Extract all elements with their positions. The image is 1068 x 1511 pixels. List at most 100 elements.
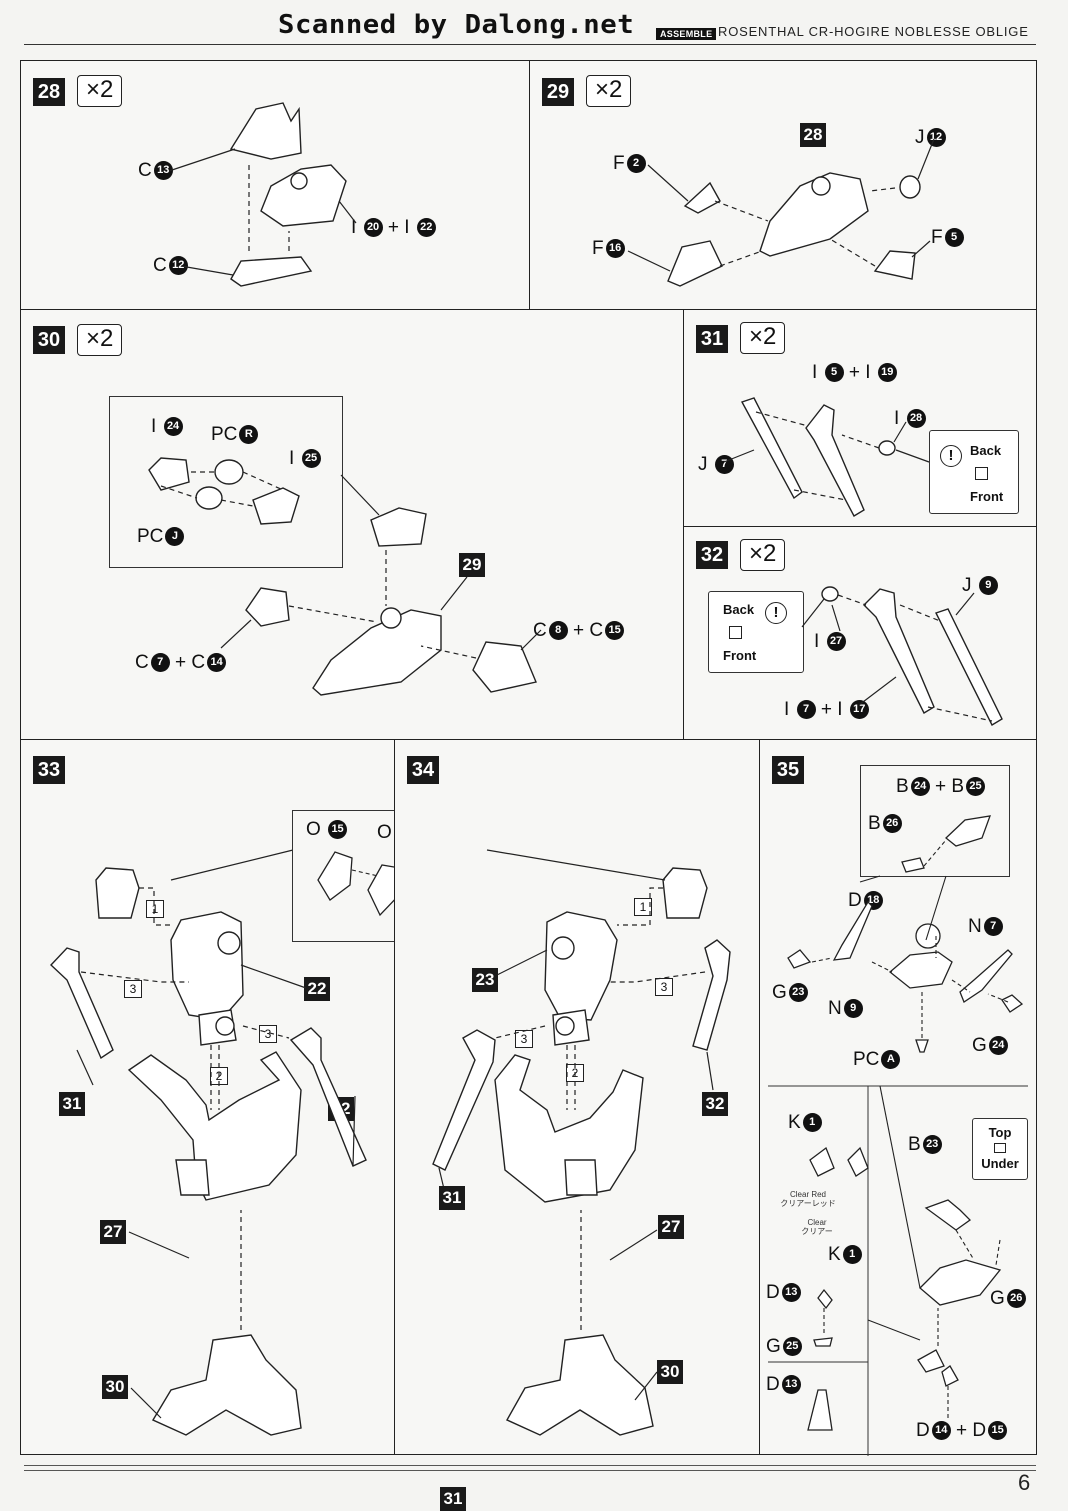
order-marker: 3 xyxy=(515,1030,533,1048)
note-back-label: Back xyxy=(970,443,1002,458)
manual-title: ROSENTHAL CR-HOGIRE NOBLESSE OBLIGE xyxy=(718,24,1029,39)
step-number: 29 xyxy=(542,78,574,106)
footer-rule xyxy=(24,1465,1036,1471)
step-number: 34 xyxy=(407,756,439,784)
part-label: I 28 xyxy=(894,408,926,430)
caution-icon: ! xyxy=(940,445,962,467)
part-label: O 15 xyxy=(306,819,348,841)
step-31-panel: 31 ×2 I 5 + I 19 I 28 J 7 ! Back Front xyxy=(683,309,1037,527)
multiplier-badge: ×2 xyxy=(740,322,786,354)
step-32-panel: 32 ×2 J 9 I 27 I 7 + I 17 Back ! Front xyxy=(683,526,1037,740)
step-number: 35 xyxy=(772,756,804,784)
order-marker: 1 xyxy=(146,900,164,918)
reference-tag: 31 xyxy=(440,1487,466,1511)
multiplier-badge: ×2 xyxy=(77,324,123,356)
multiplier-badge: ×2 xyxy=(586,75,632,107)
reference-tag: 22 xyxy=(304,977,330,1001)
part-label: J 9 xyxy=(962,575,998,597)
reference-tag: 31 xyxy=(439,1186,465,1210)
note-back-label: Back xyxy=(723,602,755,617)
part-combo: I 5 + I 19 xyxy=(812,362,897,384)
top-label: Top xyxy=(988,1125,1012,1140)
part-orientation-icon xyxy=(729,626,742,639)
step-30-illustration xyxy=(148,457,542,696)
step-28-illustration xyxy=(168,102,357,287)
reference-tag: 30 xyxy=(657,1360,683,1384)
header-rule xyxy=(24,44,1036,45)
part-label: I 25 xyxy=(289,448,321,470)
reference-tag: 29 xyxy=(459,553,485,577)
orientation-note: ! Back Front xyxy=(929,430,1019,514)
caution-icon: ! xyxy=(765,602,787,624)
step-number: 30 xyxy=(33,326,65,354)
part-combo: I 7 + I 17 xyxy=(784,699,869,721)
scan-credit: Scanned by Dalong.net xyxy=(278,10,635,40)
step-29-illustration xyxy=(627,138,935,287)
step-34-illustration xyxy=(432,849,731,1436)
section-tag: ASSEMBLE xyxy=(656,28,717,40)
step-35-illustration xyxy=(768,815,1028,1456)
part-orientation-icon xyxy=(994,1143,1006,1153)
reference-tag: 27 xyxy=(658,1215,684,1239)
orientation-note: Back ! Front xyxy=(708,591,804,673)
reference-tag: 32 xyxy=(702,1092,728,1116)
multiplier-badge: ×2 xyxy=(740,539,786,571)
reference-tag: 30 xyxy=(102,1375,128,1399)
orientation-note: Top Under xyxy=(972,1118,1028,1180)
part-label: I 27 xyxy=(814,631,846,653)
step-33-illustration xyxy=(50,849,367,1436)
step-number: 32 xyxy=(696,541,728,569)
order-marker: 3 xyxy=(655,978,673,996)
step-number: 33 xyxy=(33,756,65,784)
page-number: 6 xyxy=(1018,1470,1031,1495)
reference-tag: 28 xyxy=(800,123,826,147)
order-marker: 1 xyxy=(634,898,652,916)
reference-tag: 31 xyxy=(59,1092,85,1116)
part-label: I 24 xyxy=(151,416,183,438)
step-31-illustration xyxy=(723,397,930,517)
part-combo: I 20 + I 22 xyxy=(351,217,436,239)
reference-tag: 27 xyxy=(100,1220,126,1244)
under-label: Under xyxy=(981,1156,1019,1171)
step-number: 28 xyxy=(33,78,65,106)
note-front-label: Front xyxy=(723,648,757,663)
multiplier-badge: ×2 xyxy=(77,75,123,107)
step-32-illustration xyxy=(801,586,1003,726)
order-marker: 3 xyxy=(259,1025,277,1043)
reference-tag: 23 xyxy=(472,968,498,992)
part-orientation-icon xyxy=(975,467,988,480)
note-front-label: Front xyxy=(970,489,1004,504)
step-34-panel: 34 23 31 31 32 27 30 1 3 3 2 xyxy=(394,739,760,1511)
step-number: 31 xyxy=(696,325,728,353)
order-marker: 3 xyxy=(124,980,142,998)
